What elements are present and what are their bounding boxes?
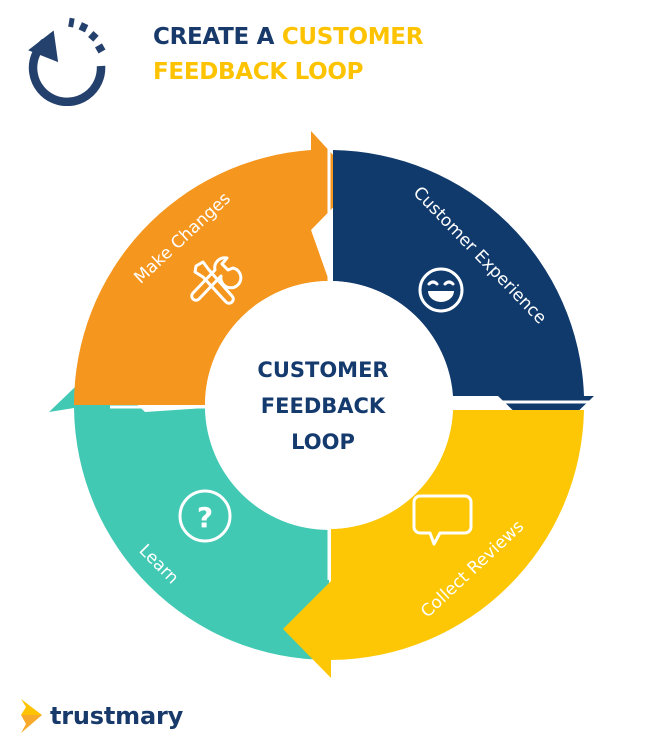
center-title-line-2: FEEDBACK [261, 394, 386, 418]
trustmary-logo-mark [21, 699, 42, 733]
segment-customer-experience [333, 150, 594, 442]
page-title: CREATE A CUSTOMER FEEDBACK LOOP [153, 20, 423, 90]
center-circle [205, 281, 453, 529]
center-title-line-1: CUSTOMER [257, 358, 388, 382]
center-title-line-3: LOOP [291, 430, 355, 454]
refresh-loop-icon [28, 17, 106, 106]
smiley-icon [418, 267, 464, 313]
speech-bubble-icon [412, 494, 473, 546]
title-part-1: CREATE A [153, 24, 282, 50]
title-part-2: CUSTOMER [281, 24, 424, 50]
tools-icon [190, 256, 243, 305]
question-icon: ? [178, 489, 232, 543]
trustmary-logo: trustmary [20, 698, 183, 734]
title-line-2: FEEDBACK LOOP [153, 59, 364, 85]
segment-customer-experience-shape [333, 150, 594, 442]
segment-learn [49, 366, 329, 660]
segment-learn-shape [49, 366, 329, 660]
brand-name: trustmary [50, 702, 184, 730]
svg-text:?: ? [197, 501, 213, 534]
